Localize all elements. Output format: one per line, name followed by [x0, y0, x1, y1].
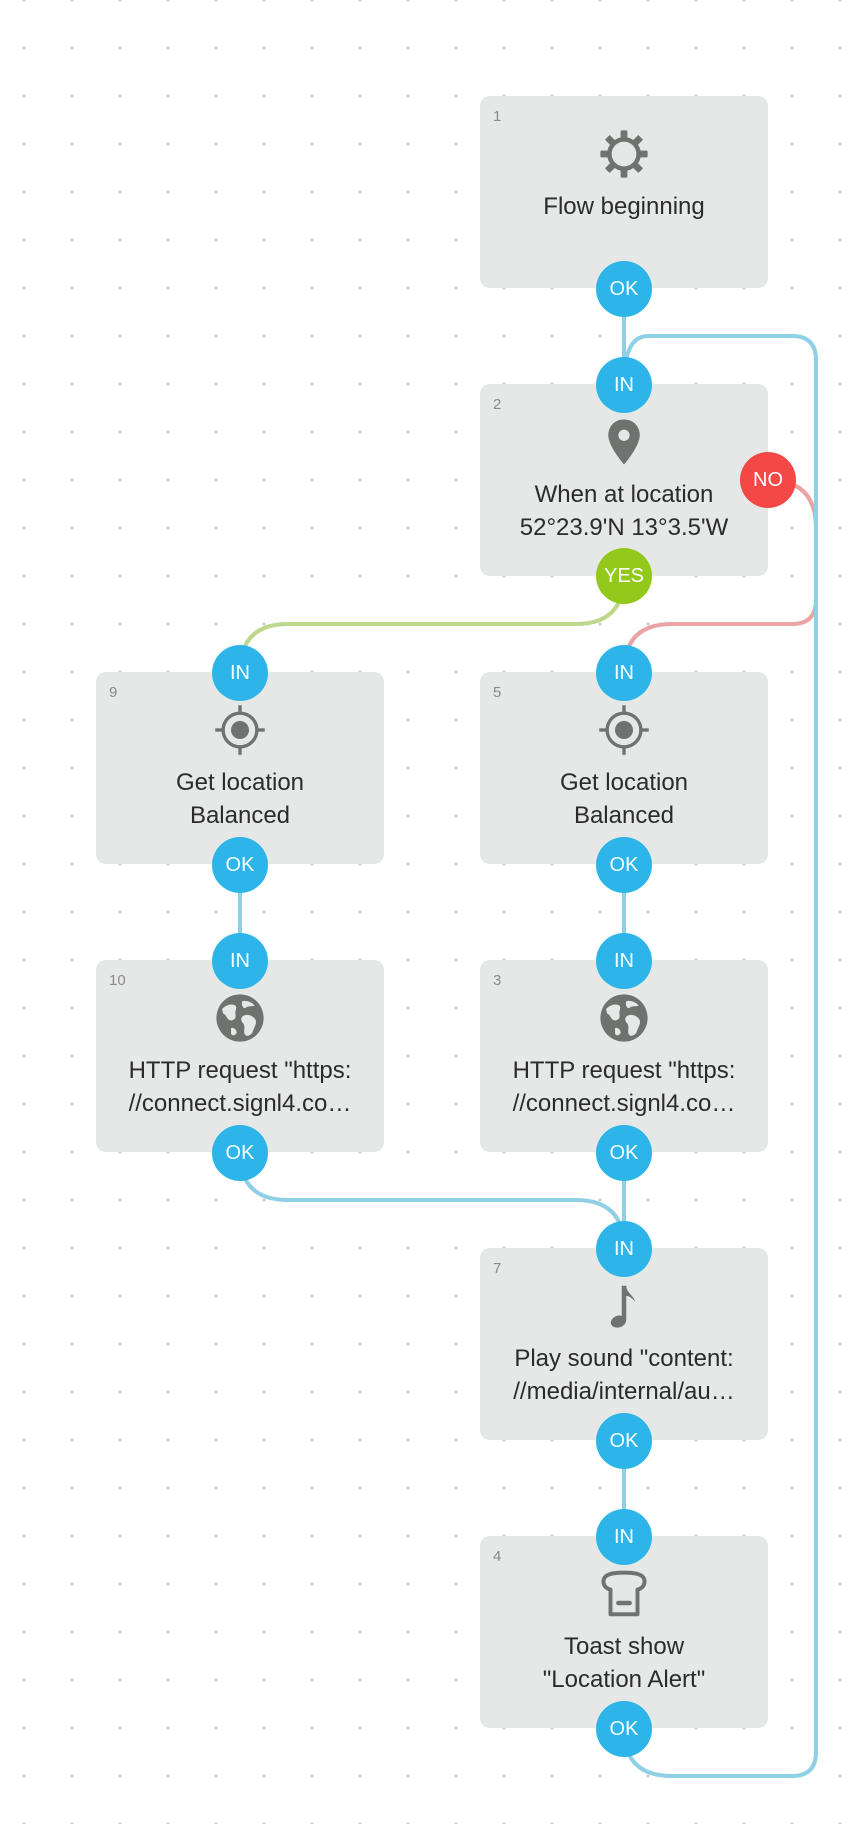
block-title-line2: "Location Alert": [542, 1666, 706, 1693]
globe-icon: [96, 990, 384, 1046]
gps-crosshair-icon: [96, 702, 384, 758]
block-title-line1: Get location: [175, 769, 305, 796]
block-title-line2: //connect.signl4.co…: [128, 1090, 352, 1117]
flow-block-4[interactable]: 4 Toast show "Location Alert": [480, 1536, 768, 1728]
block-7-in-port[interactable]: IN: [596, 1221, 652, 1277]
flow-block-9[interactable]: 9 Get location Balanced: [96, 672, 384, 864]
block-title-line2: //connect.signl4.co…: [512, 1090, 736, 1117]
block-9-in-port[interactable]: IN: [212, 645, 268, 701]
block-number: 10: [109, 972, 126, 989]
block-title-line1: Flow beginning: [543, 193, 705, 220]
block-10-in-port[interactable]: IN: [212, 933, 268, 989]
block-title-line2: 52°23.9'N 13°3.5'W: [519, 514, 729, 541]
block-number: 9: [109, 684, 118, 701]
toast-icon: [480, 1566, 768, 1622]
block-title-line1: Get location: [559, 769, 689, 796]
block-1-ok-port[interactable]: OK: [596, 261, 652, 317]
wire-2yes-to-9: [238, 574, 626, 674]
block-title: When at location 52°23.9'N 13°3.5'W: [490, 478, 758, 544]
block-number: 4: [493, 1548, 502, 1565]
block-title: HTTP request "https: //connect.signl4.co…: [106, 1054, 374, 1120]
block-number: 1: [493, 108, 502, 125]
block-number: 5: [493, 684, 502, 701]
flow-block-2[interactable]: 2 When at location 52°23.9'N 13°3.5'W: [480, 384, 768, 576]
music-note-icon: [480, 1278, 768, 1334]
block-4-ok-port[interactable]: OK: [596, 1701, 652, 1757]
block-number: 2: [493, 396, 502, 413]
block-title-line1: Toast show: [563, 1633, 685, 1660]
block-10-ok-port[interactable]: OK: [212, 1125, 268, 1181]
wire-2no-to-5: [622, 478, 818, 674]
block-2-in-port[interactable]: IN: [596, 357, 652, 413]
block-number: 7: [493, 1260, 502, 1277]
flow-block-3[interactable]: 3 HTTP request "https: //connect.signl4.…: [480, 960, 768, 1152]
block-title-line1: When at location: [534, 481, 714, 508]
flow-block-1[interactable]: 1 Flow beginning: [480, 96, 768, 288]
block-title-line1: HTTP request "https:: [128, 1057, 352, 1084]
block-title: HTTP request "https: //connect.signl4.co…: [490, 1054, 758, 1120]
block-3-ok-port[interactable]: OK: [596, 1125, 652, 1181]
block-7-ok-port[interactable]: OK: [596, 1413, 652, 1469]
block-title: Get location Balanced: [106, 766, 374, 832]
block-title: Get location Balanced: [490, 766, 758, 832]
flow-block-5[interactable]: 5 Get location Balanced: [480, 672, 768, 864]
flow-block-10[interactable]: 10 HTTP request "https: //connect.signl4…: [96, 960, 384, 1152]
block-title: Flow beginning: [490, 190, 758, 223]
block-title-line1: HTTP request "https:: [512, 1057, 736, 1084]
block-title: Toast show "Location Alert": [490, 1630, 758, 1696]
block-title: Play sound "content: //media/internal/au…: [490, 1342, 758, 1408]
block-title-line2: Balanced: [573, 802, 675, 829]
gps-crosshair-icon: [480, 702, 768, 758]
wire-4-loop-to-2: [622, 334, 818, 1778]
block-2-no-port[interactable]: NO: [740, 452, 796, 508]
block-title-line2: //media/internal/au…: [513, 1378, 735, 1405]
block-3-in-port[interactable]: IN: [596, 933, 652, 989]
block-number: 3: [493, 972, 502, 989]
block-title-line1: Play sound "content:: [514, 1345, 734, 1372]
globe-icon: [480, 990, 768, 1046]
block-2-yes-port[interactable]: YES: [596, 548, 652, 604]
block-title-line2: Balanced: [189, 802, 291, 829]
map-pin-icon: [480, 414, 768, 470]
wire-10-to-7: [238, 1151, 626, 1250]
flow-block-7[interactable]: 7 Play sound "content: //media/internal/…: [480, 1248, 768, 1440]
block-4-in-port[interactable]: IN: [596, 1509, 652, 1565]
block-9-ok-port[interactable]: OK: [212, 837, 268, 893]
block-5-in-port[interactable]: IN: [596, 645, 652, 701]
gear-icon: [480, 126, 768, 182]
block-5-ok-port[interactable]: OK: [596, 837, 652, 893]
